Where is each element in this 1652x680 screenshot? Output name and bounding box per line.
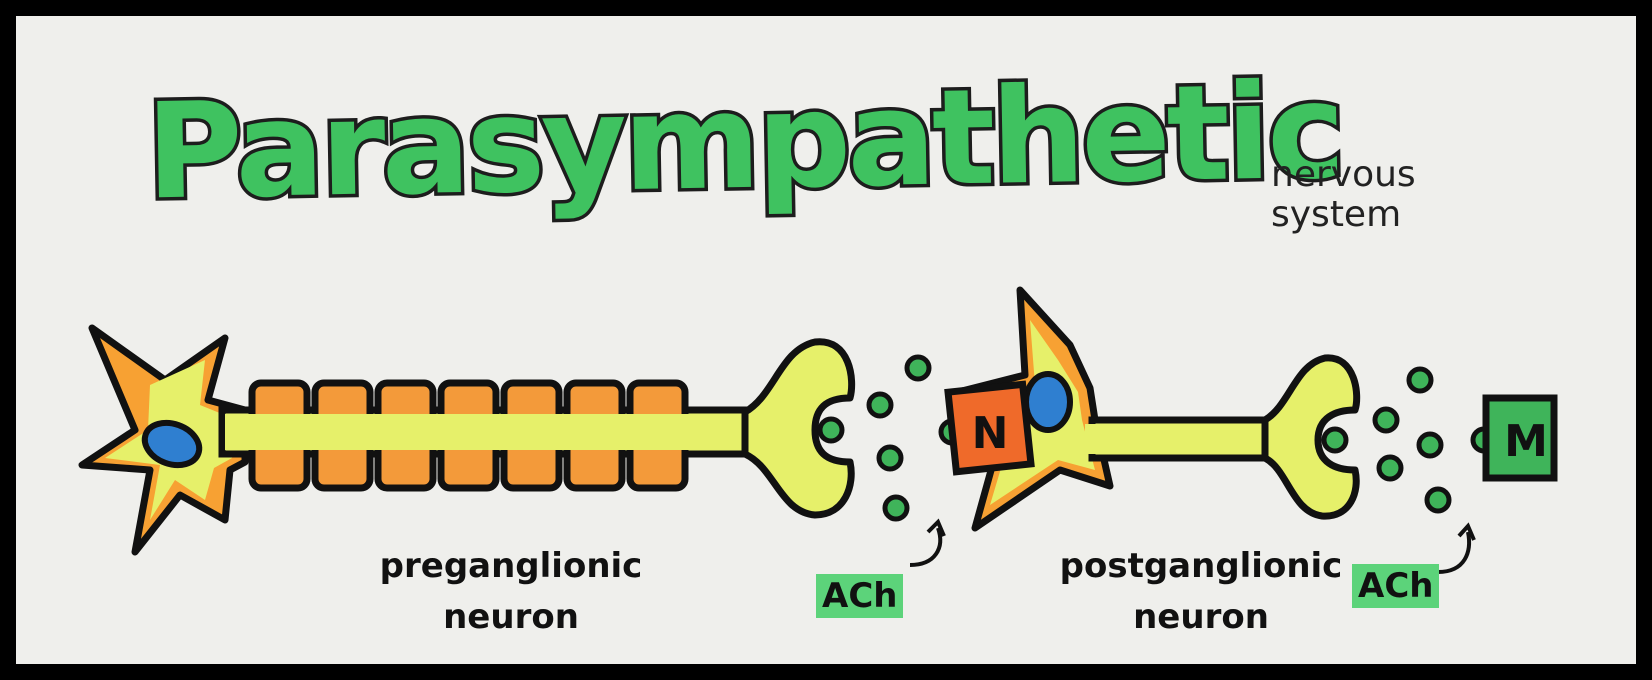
preganglionic-label-line-1: preganglionic [379,546,643,586]
receptor-n-label: N [972,408,1009,459]
preganglionic-nucleus [141,419,203,469]
muscarinic-receptor: M [1482,394,1558,482]
postganglionic-terminal [1261,354,1361,520]
preganglionic-neuron-label: preganglionic neuron [366,541,656,643]
ach-label-1: ACh [816,574,904,618]
preganglionic-terminal [741,338,856,519]
postganglionic-neuron-label: postganglionic neuron [1056,541,1346,643]
postganglionic-nucleus [1023,371,1073,433]
ach-label-2: ACh [1352,564,1440,608]
subtitle-line-1: nervous [1271,154,1416,195]
preganglionic-label-line-2: neuron [443,597,579,637]
subtitle-line-2: system [1271,194,1402,235]
nicotinic-receptor: N [944,380,1035,476]
postganglionic-label-line-2: neuron [1133,597,1269,637]
receptor-m-label: M [1504,416,1548,467]
neuron-diagram: N M [78,286,1558,574]
postganglionic-label-line-1: postganglionic [1059,546,1343,586]
arrow-1 [909,527,943,567]
diagram-card: Parasympathetic nervous system [16,16,1636,664]
arrow-2 [1437,531,1471,574]
